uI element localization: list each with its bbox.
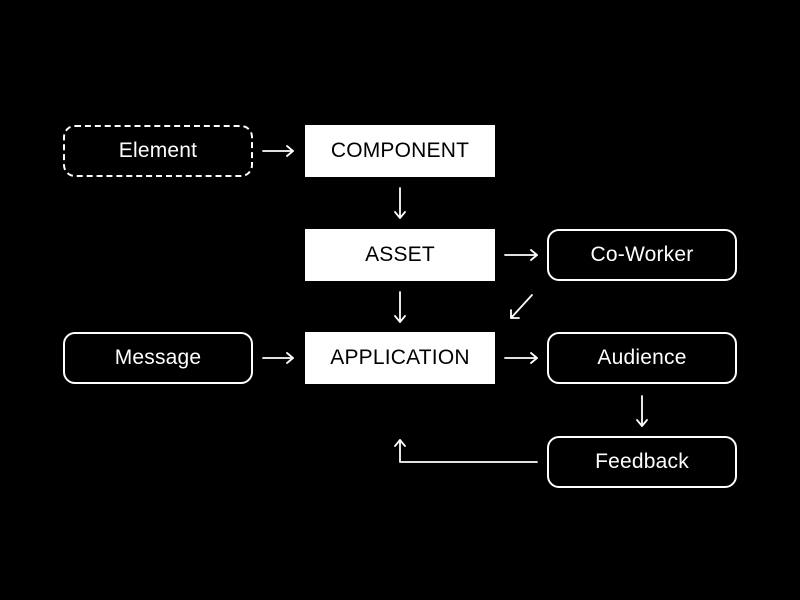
edge-message-to-application <box>262 352 294 364</box>
node-element-label: Element <box>118 139 198 162</box>
node-message-label: Message <box>114 346 202 369</box>
node-application: APPLICATION <box>305 332 495 384</box>
node-feedback: Feedback <box>547 436 737 488</box>
edge-feedback-to-application <box>394 439 538 463</box>
edge-element-to-component <box>262 145 294 157</box>
edge-asset-to-application <box>394 291 406 323</box>
node-feedback-label: Feedback <box>595 450 689 473</box>
node-element: Element <box>63 125 253 177</box>
edge-component-to-asset <box>394 187 406 219</box>
node-component-label: COMPONENT <box>330 139 470 162</box>
node-audience-label: Audience <box>597 346 687 369</box>
node-asset: ASSET <box>305 229 495 281</box>
edge-application-to-audience <box>504 352 538 364</box>
node-co-worker-label: Co-Worker <box>590 243 694 266</box>
node-co-worker: Co-Worker <box>547 229 737 281</box>
node-component: COMPONENT <box>305 125 495 177</box>
node-audience: Audience <box>547 332 737 384</box>
edge-co-worker-to-application <box>510 294 533 319</box>
node-asset-label: ASSET <box>365 243 435 266</box>
node-application-label: APPLICATION <box>330 346 470 369</box>
node-message: Message <box>63 332 253 384</box>
edge-asset-to-co-worker <box>504 249 538 261</box>
edge-audience-to-feedback <box>636 395 648 427</box>
